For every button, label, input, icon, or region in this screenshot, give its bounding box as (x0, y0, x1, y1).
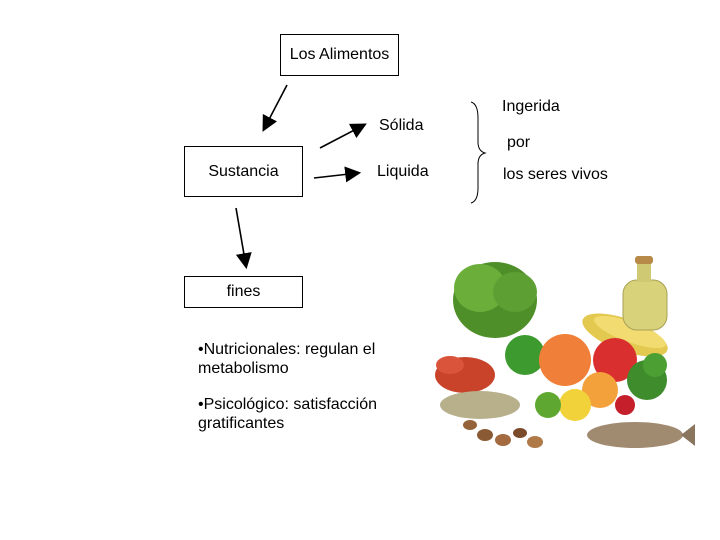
fish-icon (587, 422, 695, 448)
arrow-sustancia-to-solida (319, 123, 367, 149)
arrow-alimentos-to-sustancia (262, 84, 288, 132)
tomato-icon (593, 338, 637, 382)
bullet-psicologico: •Psicológico: satisfacción gratificantes (198, 396, 378, 432)
lemon-icon (559, 389, 591, 421)
por-label: por (507, 134, 531, 151)
oil-bottle-icon (622, 256, 668, 331)
green-pepper-icon (505, 335, 545, 375)
alimentos-title-box: Los Alimentos (280, 34, 399, 76)
bullet-nutricionales: •Nutricionales: regulan el metabolismo (198, 341, 376, 377)
corn-icon (582, 313, 668, 357)
arrow-sustancia-to-liquida (313, 166, 362, 183)
lime-icon (535, 392, 561, 418)
liquida-label: Liquida (377, 163, 429, 180)
fines-text: fines (226, 283, 261, 300)
arrow-sustancia-to-fines (235, 207, 252, 270)
fines-box: fines (184, 276, 303, 308)
strawberry-icon (615, 395, 635, 415)
curly-brace (470, 101, 487, 204)
alimentos-title-text: Los Alimentos (289, 46, 390, 63)
lobster-icon (435, 356, 495, 393)
orange-icon (539, 334, 591, 386)
nuts-icon (463, 420, 543, 448)
solida-label: Sólida (379, 117, 424, 134)
grains-icon (440, 391, 520, 419)
lettuce-icon (453, 262, 537, 338)
sustancia-box: Sustancia (184, 146, 303, 197)
sustancia-text: Sustancia (208, 162, 279, 180)
orange-small-icon (582, 372, 618, 408)
seres-vivos-label: los seres vivos (503, 166, 608, 183)
ingerida-label: Ingerida (502, 98, 560, 115)
food-assortment-icon (435, 256, 695, 448)
